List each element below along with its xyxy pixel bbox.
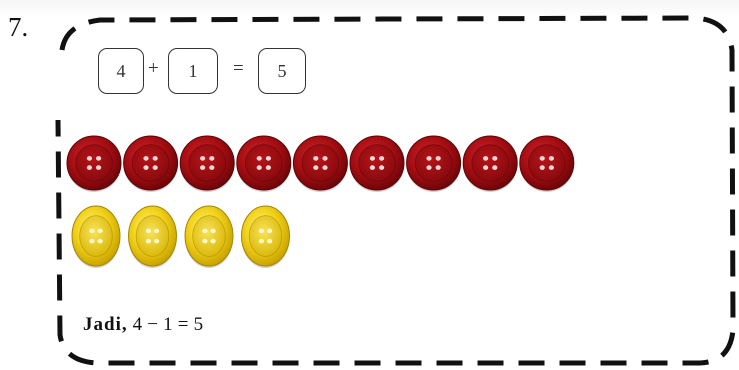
yellow-button [72, 206, 120, 268]
red-button [350, 136, 404, 192]
yellow-button [242, 206, 290, 268]
red-button [407, 136, 461, 192]
red-button [237, 136, 291, 192]
conclusion-text: Jadi, 4 − 1 = 5 [83, 314, 203, 336]
conclusion-prefix: Jadi, [83, 314, 128, 335]
red-button [67, 136, 121, 192]
red-button [520, 136, 574, 192]
red-button [124, 136, 178, 192]
red-button [293, 136, 347, 192]
yellow-button [129, 206, 177, 268]
red-button [180, 136, 234, 192]
red-button [463, 136, 517, 192]
conclusion-expression: 4 − 1 = 5 [133, 314, 204, 335]
yellow-button [185, 206, 233, 268]
